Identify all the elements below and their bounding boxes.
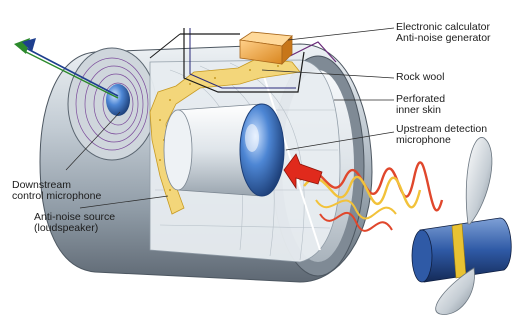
downstream-duct-opening [68, 48, 156, 160]
electronic-calculator-box [240, 32, 292, 64]
label-line: Anti-noise generator [396, 33, 491, 44]
anti-noise-loudspeaker [164, 104, 284, 196]
label-downstream-microphone: Downstream control microphone [12, 180, 101, 202]
label-perforated-inner-skin: Perforated inner skin [396, 94, 445, 116]
label-line: inner skin [396, 105, 445, 116]
downstream-microphone-icon [106, 84, 130, 116]
label-line: (loudspeaker) [34, 223, 115, 234]
label-rock-wool: Rock wool [396, 72, 444, 83]
label-anti-noise-source: Anti-noise source (loudspeaker) [34, 212, 115, 234]
propeller-icon [412, 137, 511, 314]
label-electronic-calculator: Electronic calculator Anti-noise generat… [396, 22, 491, 44]
label-line: control microphone [12, 191, 101, 202]
label-line: microphone [396, 135, 487, 146]
label-upstream-microphone: Upstream detection microphone [396, 124, 487, 146]
label-line: Rock wool [396, 72, 444, 83]
